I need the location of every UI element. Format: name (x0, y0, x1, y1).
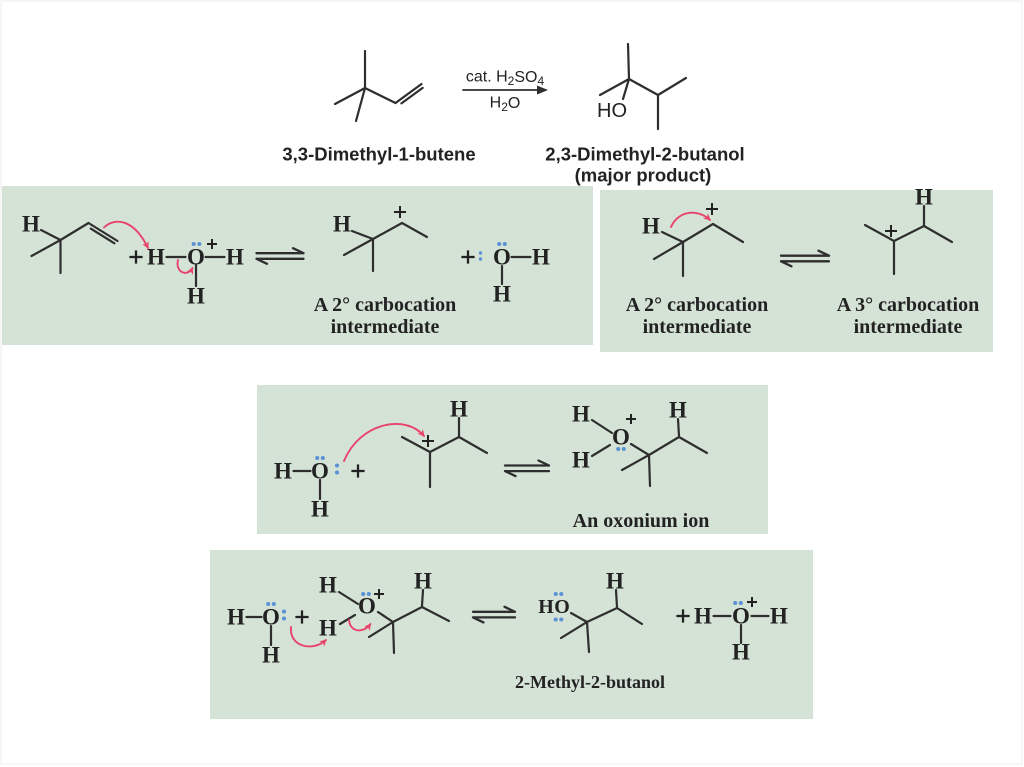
svg-text:O: O (358, 594, 376, 619)
svg-text:intermediate: intermediate (854, 316, 963, 338)
svg-text:H: H (450, 397, 468, 422)
svg-text:(major product): (major product) (575, 165, 712, 186)
svg-text:H: H (147, 245, 165, 270)
svg-text:H: H (694, 604, 712, 629)
svg-text:A 3° carbocation: A 3° carbocation (837, 294, 979, 316)
svg-text:H: H (319, 573, 337, 598)
svg-text:O: O (262, 605, 280, 630)
svg-text:3,3-Dimethyl-1-butene: 3,3-Dimethyl-1-butene (282, 144, 475, 165)
svg-text:O: O (187, 245, 205, 270)
svg-text:H: H (414, 569, 432, 594)
svg-text:intermediate: intermediate (643, 316, 752, 338)
svg-text:A 2° carbocation: A 2° carbocation (314, 294, 456, 316)
svg-text:O: O (311, 459, 329, 484)
svg-text:H: H (606, 569, 624, 594)
svg-text:H: H (572, 448, 590, 473)
svg-text:H: H (915, 185, 933, 210)
svg-text:H: H (227, 605, 245, 630)
svg-text:H: H (572, 402, 590, 427)
svg-text:2,3-Dimethyl-2-butanol: 2,3-Dimethyl-2-butanol (545, 144, 744, 165)
svg-text:H: H (226, 245, 244, 270)
svg-text:O: O (732, 604, 750, 629)
svg-text:intermediate: intermediate (331, 316, 440, 338)
svg-text:H: H (274, 459, 292, 484)
svg-text:H: H (532, 245, 550, 270)
svg-text:H: H (732, 640, 750, 665)
svg-text:H: H (642, 214, 660, 239)
svg-text:A 2° carbocation: A 2° carbocation (626, 294, 768, 316)
svg-text:H: H (262, 643, 280, 668)
svg-text:H: H (770, 604, 788, 629)
svg-text:O: O (493, 245, 511, 270)
svg-text:H: H (333, 212, 351, 237)
svg-text:H: H (493, 282, 511, 307)
svg-text:O: O (612, 425, 630, 450)
svg-text:2-Methyl-2-butanol: 2-Methyl-2-butanol (515, 672, 665, 692)
svg-text:O: O (554, 596, 570, 618)
svg-text:H: H (319, 616, 337, 641)
svg-text:H: H (669, 398, 687, 423)
svg-text:H: H (311, 497, 329, 522)
svg-text:H: H (22, 212, 40, 237)
svg-text:An oxonium ion: An oxonium ion (573, 510, 710, 532)
svg-text:cat. H2SO4: cat. H2SO4 (466, 69, 545, 89)
svg-text:HO: HO (597, 100, 627, 122)
svg-text:H: H (538, 596, 554, 618)
svg-text:H2O: H2O (490, 95, 521, 115)
svg-text:H: H (187, 284, 205, 309)
